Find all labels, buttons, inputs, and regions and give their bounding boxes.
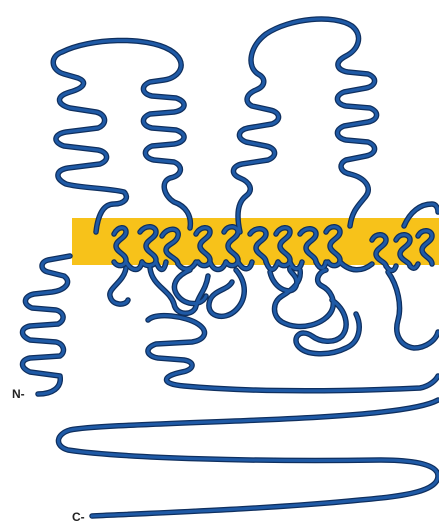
n-terminal-loops: [23, 256, 71, 394]
intracellular-loops: [110, 268, 438, 391]
chain-outline: [23, 19, 439, 516]
c-terminus-label: C-: [72, 510, 85, 524]
n-terminus-label: N-: [12, 387, 25, 401]
left-extracellular-loops: [53, 40, 190, 232]
